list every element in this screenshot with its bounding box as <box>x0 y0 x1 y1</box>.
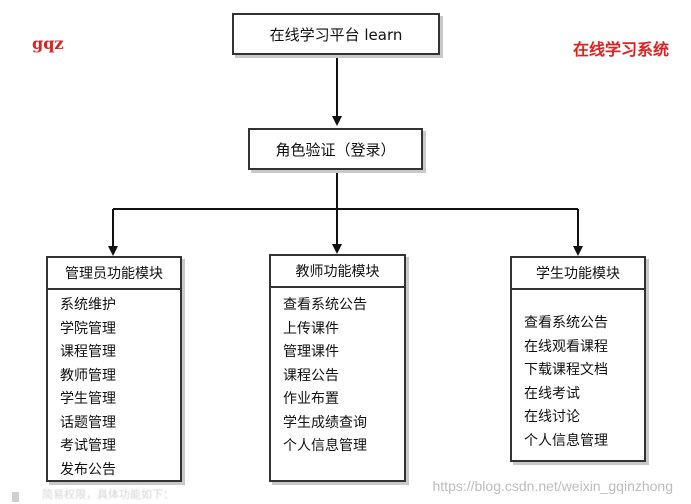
root-node: 在线学习平台 learn <box>232 13 440 55</box>
list-item: 发布公告 <box>60 461 116 478</box>
list-item: 系统维护 <box>60 297 116 313</box>
list-item: 在线讨论 <box>524 409 580 425</box>
list-item: 查看系统公告 <box>283 297 367 313</box>
list-item: 学生管理 <box>60 391 116 407</box>
list-item: 个人信息管理 <box>283 438 367 454</box>
list-item: 课程管理 <box>60 344 116 360</box>
list-item: 学院管理 <box>60 320 116 337</box>
list-item: 话题管理 <box>60 414 116 431</box>
root-node-label: 在线学习平台 learn <box>269 25 403 44</box>
system-name-label: 在线学习系统 <box>572 40 669 59</box>
auth-node: 角色验证（登录） <box>248 128 423 170</box>
list-item: 作业布置 <box>283 391 339 407</box>
list-item: 考试管理 <box>60 438 116 454</box>
author-label: gqz <box>32 34 64 53</box>
page-edge-marker <box>12 492 19 502</box>
list-item: 课程公告 <box>283 367 339 384</box>
admin-module: 管理员功能模块 系统维护 学院管理 课程管理 教师管理 学生管理 话题管理 考试… <box>46 256 182 482</box>
teacher-module-title: 教师功能模块 <box>271 256 404 288</box>
list-item: 在线考试 <box>524 385 580 402</box>
auth-node-label: 角色验证（登录） <box>275 140 396 159</box>
cropped-caption: 简易权限，具体功能如下： <box>42 488 174 501</box>
list-item: 在线观看课程 <box>524 338 608 355</box>
student-module: 学生功能模块 查看系统公告 在线观看课程 下载课程文档 在线考试 在线讨论 个人… <box>510 256 646 462</box>
list-item: 个人信息管理 <box>524 432 608 449</box>
list-item: 查看系统公告 <box>524 315 608 331</box>
student-module-title: 学生功能模块 <box>512 258 644 290</box>
watermark: https://blog.csdn.net/weixin_gqinzhong <box>432 478 674 494</box>
teacher-module: 教师功能模块 查看系统公告 上传课件 管理课件 课程公告 作业布置 学生成绩查询… <box>269 254 406 482</box>
list-item: 管理课件 <box>283 344 339 360</box>
admin-module-title: 管理员功能模块 <box>48 258 180 290</box>
list-item: 下载课程文档 <box>524 362 608 378</box>
list-item: 教师管理 <box>60 367 116 384</box>
list-item: 上传课件 <box>283 320 339 337</box>
list-item: 学生成绩查询 <box>283 414 367 431</box>
